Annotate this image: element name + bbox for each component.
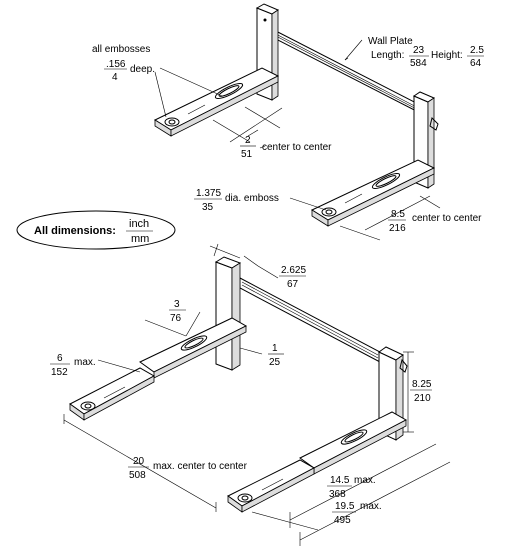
t1-num: 1 (272, 343, 278, 354)
legend-label: All dimensions: (34, 225, 116, 237)
cc-small-num: 2 (245, 135, 251, 146)
legend-unit-bottom: mm (131, 233, 149, 245)
cc-large-den: 216 (389, 223, 406, 234)
length-den: 584 (410, 58, 427, 69)
emboss-depth-suffix: deep. (130, 64, 155, 75)
arm-w-num: 3 (174, 299, 180, 310)
top-right-arm (310, 159, 436, 221)
bottom-left-post (215, 261, 233, 371)
dia-den: 35 (202, 202, 214, 213)
top-dimension-lines (154, 39, 441, 241)
cc-num: 20 (133, 456, 145, 467)
emboss-label: all embosses (92, 44, 150, 55)
top-left-arm (153, 67, 280, 131)
bottom-labels: 2.625 67 3 76 6 152 max. 1 25 8.25 210 2… (50, 265, 432, 526)
units-legend: All dimensions: inch mm (16, 210, 176, 250)
max6-num: 6 (57, 353, 63, 364)
top-bracket-assembly (153, 3, 439, 227)
cc-large-suffix: center to center (412, 213, 482, 224)
max6-suffix: max. (74, 357, 96, 368)
cc-small-suffix: center to center (262, 142, 332, 153)
height-num: 2.5 (470, 45, 484, 56)
max14-den: 368 (329, 489, 346, 500)
max19-suffix: max. (360, 501, 382, 512)
cc-small-den: 51 (241, 149, 253, 160)
cc-suffix: max. center to center (153, 461, 248, 472)
bottom-dimension-lines (63, 243, 451, 546)
bottom-bracket-assembly (69, 256, 408, 513)
max19-num: 19.5 (335, 501, 355, 512)
dia-num: 1.375 (196, 188, 221, 199)
emboss-depth-den: 4 (112, 72, 118, 83)
max19-den: 495 (334, 515, 351, 526)
cc-large-num: 8.5 (391, 209, 405, 220)
h-num: 8.25 (412, 379, 432, 390)
legend-oval (16, 210, 176, 250)
h-den: 210 (414, 393, 431, 404)
top-labels: all embosses .156 4 deep. Wall Plate Len… (92, 36, 484, 234)
t1-den: 25 (269, 357, 281, 368)
wall-plate-title: Wall Plate (368, 36, 413, 47)
length-label: Length: (371, 50, 404, 61)
depth-num: 2.625 (281, 265, 306, 276)
bottom-left-extension (69, 367, 156, 415)
legend-unit-top: inch (129, 218, 149, 230)
bottom-wall-plate (239, 277, 381, 363)
max6-den: 152 (51, 367, 68, 378)
emboss-depth-num: .156 (106, 59, 126, 70)
length-num: 23 (413, 45, 425, 56)
arm-w-den: 76 (170, 313, 182, 324)
height-den: 64 (470, 58, 482, 69)
dia-suffix: dia. emboss (225, 193, 279, 204)
max14-suffix: max. (354, 475, 376, 486)
height-label: Height: (431, 50, 463, 61)
cc-den: 508 (129, 470, 146, 481)
max14-num: 14.5 (330, 475, 350, 486)
depth-den: 67 (287, 279, 299, 290)
